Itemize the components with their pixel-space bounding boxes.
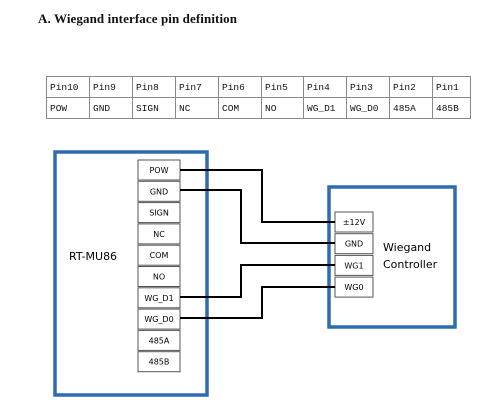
reader-pin-box: [137, 266, 181, 287]
reader-pin-label: WG_D1: [144, 294, 173, 303]
pin-function-cell: 485A: [389, 97, 433, 119]
reader-pin-box: [137, 180, 181, 202]
pin-function-row: POW GND SIGN NC COM NO WG_D1 WG_D0 485A …: [46, 97, 471, 119]
reader-pin-label: 485A: [149, 336, 170, 345]
reader-pin-label: SIGN: [149, 209, 169, 218]
reader-pin-label: GND: [150, 187, 168, 196]
wire-gnd-to-gnd: [180, 189, 335, 244]
reader-pin-box: [137, 223, 181, 245]
pin-function-cell: COM: [218, 97, 262, 119]
controller-frame: [327, 185, 457, 329]
reader-pin-label: NC: [153, 230, 165, 239]
wire-group: [180, 169, 335, 319]
reader-pin-box: [137, 308, 181, 330]
reader-label: RT-MU86: [69, 250, 117, 263]
reader-pin-label: POW: [149, 166, 168, 175]
reader-pin-box: [137, 329, 181, 351]
wire-wgd0-to-wg0: [180, 286, 335, 319]
reader-pin-box: [137, 202, 181, 224]
controller-pin-label: ±12V: [343, 218, 366, 227]
controller-pin-label: WG0: [344, 283, 363, 292]
controller-pin-label: WG1: [344, 261, 363, 270]
reader-pin-label: 485B: [149, 358, 170, 367]
controller-label-line2: Controller: [383, 258, 438, 271]
wire-wgd1-to-wg1: [180, 264, 335, 298]
reader-frame: [53, 150, 209, 397]
controller-pin-label: GND: [345, 240, 363, 249]
reader-pin-label: COM: [150, 251, 169, 260]
reader-pin-box: [137, 351, 181, 373]
pin-function-cell: 485B: [432, 97, 471, 119]
reader-pin-label: WG_D0: [144, 315, 173, 324]
reader-pin-label: NO: [153, 273, 165, 282]
pin-function-cell: WG_D0: [346, 97, 390, 119]
pin-definition-table: Pin10 Pin9 Pin8 Pin7 Pin6 Pin5 Pin4 Pin3…: [46, 76, 471, 119]
wire-pow-to-12v: [180, 169, 335, 223]
section-heading: A. Wiegand interface pin definition: [38, 11, 238, 26]
controller-label-line1: Wiegand: [383, 241, 431, 254]
reader-pin-box: [137, 244, 181, 266]
